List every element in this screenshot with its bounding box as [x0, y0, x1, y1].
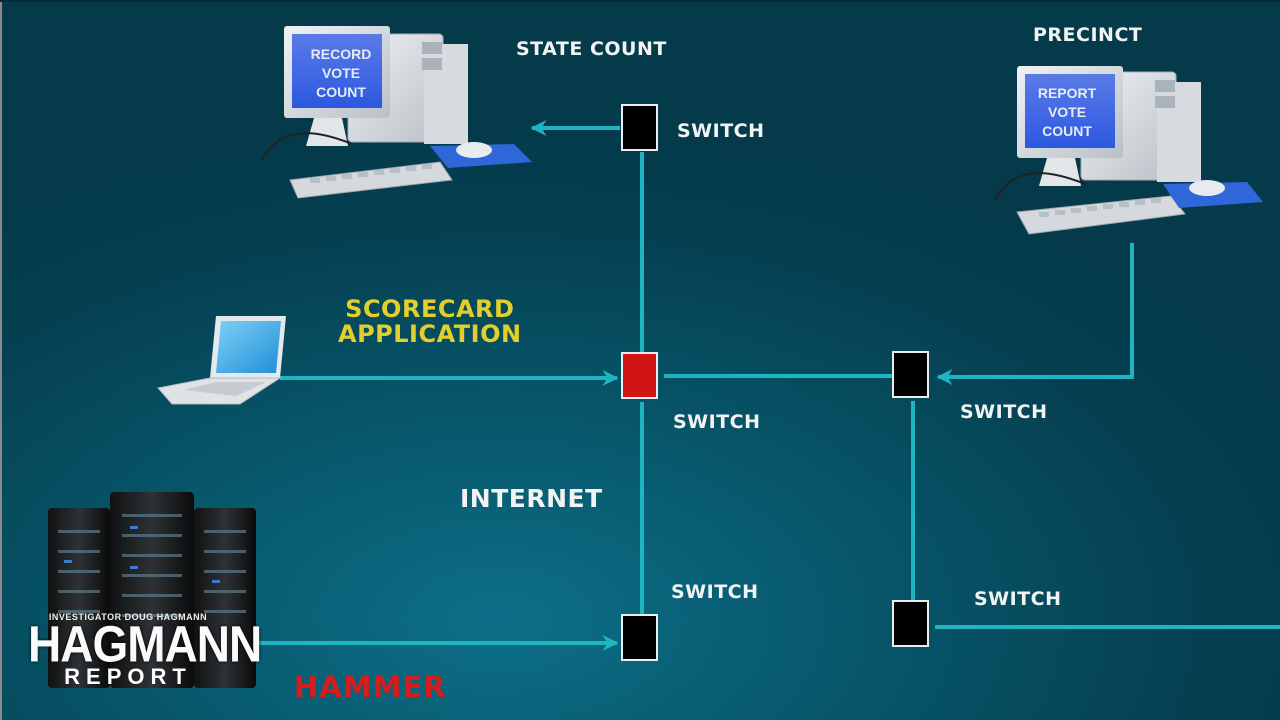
switch-bottom: [621, 614, 658, 661]
laptop-icon: [157, 316, 286, 405]
state-count-label: STATE COUNT: [516, 38, 667, 60]
precinct-label: PRECINCT: [1033, 24, 1143, 46]
precinct-computer-icon: [995, 66, 1263, 235]
screen-line: COUNT: [1042, 123, 1092, 139]
frame-edge-top: [0, 0, 1280, 2]
scorecard-line-1: SCORECARD: [345, 295, 515, 323]
state-count-screen-text: RECORD VOTE COUNT: [296, 45, 386, 102]
server-rack-icon: [48, 492, 256, 688]
state-count-computer-icon: [262, 26, 532, 199]
logo-name: HAGMANN: [28, 615, 262, 673]
frame-edge: [0, 0, 2, 720]
logo-sub: REPORT: [64, 664, 192, 689]
switch-right: [892, 351, 929, 398]
switch-center-label: SWITCH: [673, 411, 761, 433]
screen-line: REPORT: [1037, 85, 1097, 101]
screen-line: VOTE: [1047, 104, 1087, 120]
link-precinct-to-right: [936, 243, 1134, 385]
hagmann-report-logo: INVESTIGATOR DOUG HAGMANN HAGMANN REPORT: [28, 612, 262, 689]
scorecard-application-label: SCORECARD APPLICATION: [338, 297, 522, 347]
internet-label: INTERNET: [460, 484, 603, 513]
switch-bottom-right: [892, 600, 929, 647]
screen-line: COUNT: [316, 84, 366, 100]
switch-top: [621, 104, 658, 151]
switch-top-label: SWITCH: [677, 120, 765, 142]
precinct-screen-text: REPORT VOTE COUNT: [1022, 84, 1112, 141]
switch-right-label: SWITCH: [960, 401, 1048, 423]
switch-bottom-label: SWITCH: [671, 581, 759, 603]
scorecard-line-2: APPLICATION: [338, 320, 522, 348]
switch-center-highlighted: [621, 352, 658, 399]
hammer-label: HAMMER: [294, 670, 447, 704]
screen-line: VOTE: [321, 65, 361, 81]
logo-byline: INVESTIGATOR DOUG HAGMANN: [48, 612, 208, 622]
switch-bottom-right-label: SWITCH: [974, 588, 1062, 610]
screen-line: RECORD: [310, 46, 372, 62]
